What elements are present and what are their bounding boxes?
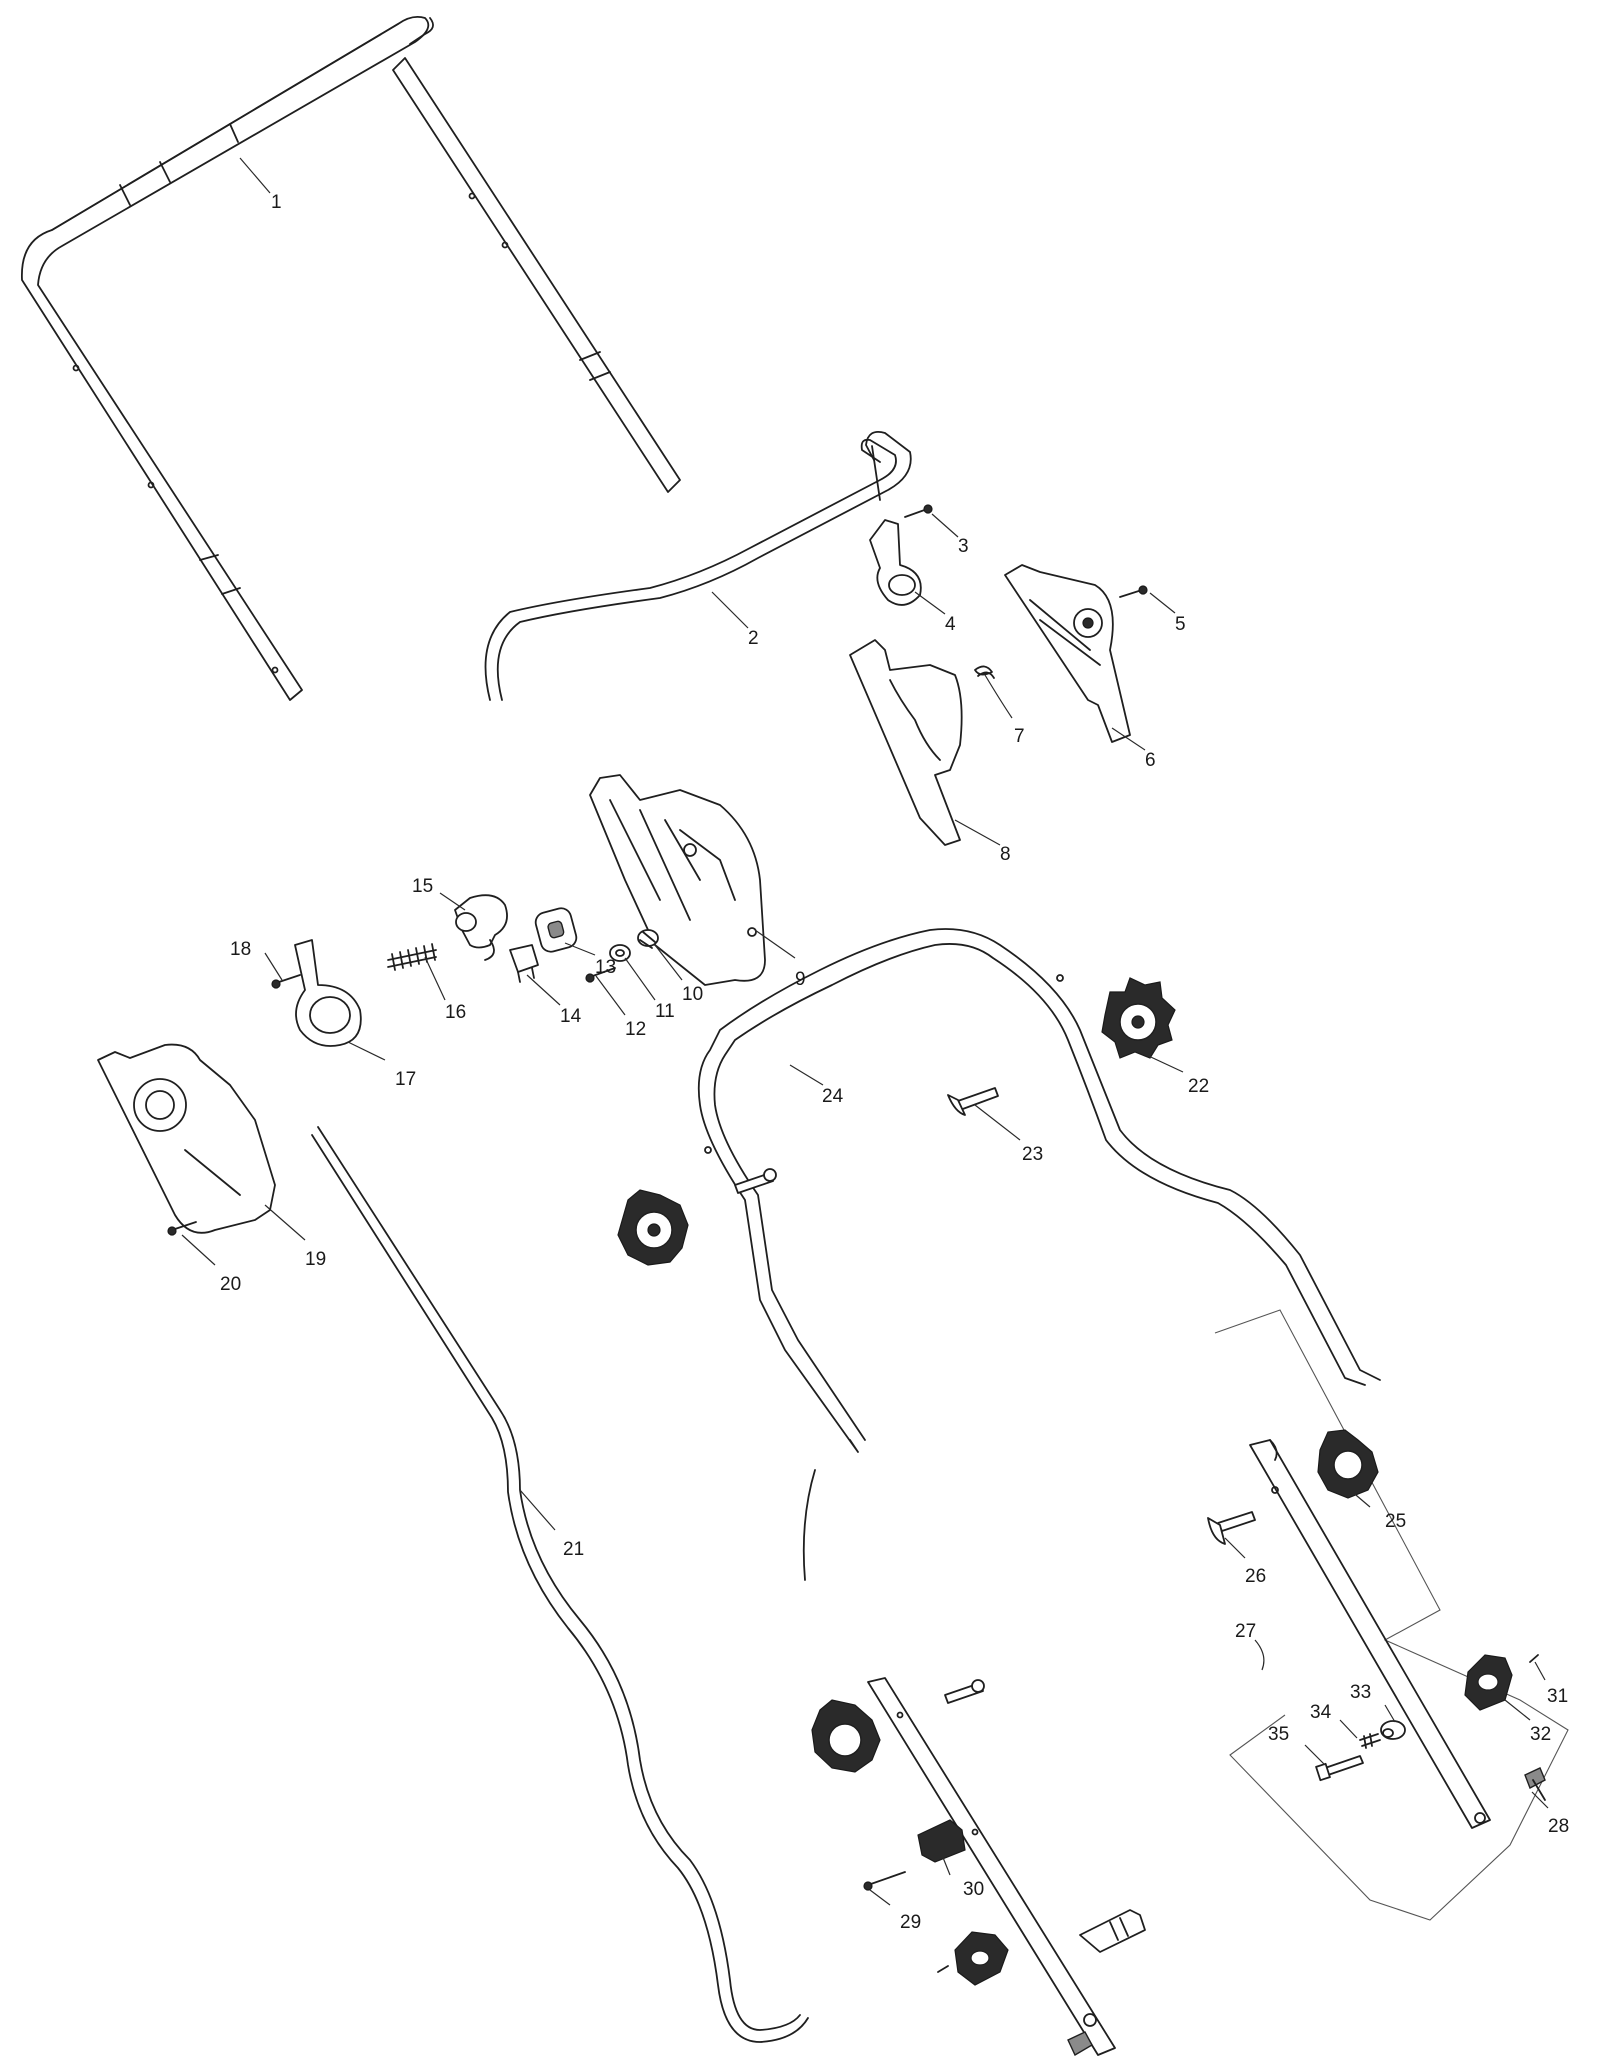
callout-26: 26 [1245,1566,1266,1587]
pin-35 [1315,1755,1364,1782]
screw-12 [585,967,616,983]
callout-10: 10 [682,984,703,1005]
callout-11: 11 [655,1001,675,1022]
knob-17 [294,939,362,1047]
callout-33: 33 [1350,1682,1371,1703]
callout-31: 31 [1547,1686,1568,1707]
bolt-26 [1207,1511,1256,1545]
callout-13: 13 [595,957,616,978]
knob-unlabeled-a [617,1189,689,1266]
screw-20 [167,1221,197,1236]
callout-24: 24 [822,1086,844,1107]
callout-15: 15 [412,876,433,897]
spring-34 [1359,1733,1381,1749]
cam-32 [1464,1654,1513,1711]
spring-7 [974,665,995,679]
cam-15 [454,894,508,961]
callout-4: 4 [945,614,956,635]
callout-9: 9 [795,969,806,990]
cam-lever-unlabeled [954,1931,1009,1986]
knob-22 [1101,977,1176,1059]
lever-8 [849,639,963,846]
callout-35: 35 [1268,1724,1289,1745]
group-27-outline [1214,1309,1569,1921]
callout-3: 3 [958,536,969,557]
connector-14 [509,944,539,983]
bolt-unlabeled-b [944,1679,985,1704]
knob-unlabeled-b [811,1699,881,1773]
callout-28: 28 [1548,1816,1569,1837]
callout-27: 27 [1235,1621,1256,1642]
callout-25: 25 [1385,1511,1406,1532]
bolt-23 [947,1087,999,1116]
callout-1: 1 [271,192,282,213]
callout-17: 17 [395,1069,416,1090]
nut-10 [637,929,659,949]
callout-14: 14 [560,1006,582,1027]
upper-handle [21,15,681,701]
screw-29 [863,1871,906,1891]
pin-unlabeled [937,1965,949,1973]
callout-34: 34 [1310,1702,1332,1723]
knob-25 [1317,1429,1379,1499]
callout-22: 22 [1188,1076,1209,1097]
callout-12: 12 [625,1019,646,1040]
screw-18 [271,974,301,989]
handle-lock-unlabeled [1079,1909,1146,1953]
callout-16: 16 [445,1002,466,1023]
callout-2: 2 [748,628,759,649]
callout-19: 19 [305,1249,326,1270]
adapter-30 [917,1819,966,1863]
screw-28 [1524,1767,1546,1801]
callout-23: 23 [1022,1144,1043,1165]
bail-bar [484,430,912,701]
screw-5 [1119,585,1148,598]
bolt-unlabeled-a [734,1168,777,1194]
callout-30: 30 [963,1879,984,1900]
screw-3 [904,504,933,518]
callout-20: 20 [220,1274,241,1295]
callout-8: 8 [1000,844,1011,865]
cover-19 [97,1043,276,1234]
tube-27 [1249,1439,1491,1829]
leader-lines [181,157,1549,1906]
bushing-33 [1380,1720,1406,1740]
control-housing-9 [589,774,766,986]
spring-16 [387,943,437,971]
cap-13 [534,907,578,953]
callout-7: 7 [1014,726,1025,747]
callout-29: 29 [900,1912,921,1933]
nut-11 [609,944,631,962]
callout-18: 18 [230,939,251,960]
clamp-4 [869,519,922,606]
lower-handle-24 [697,928,1381,1581]
callout-5: 5 [1175,614,1186,635]
callouts: 1 2 3 4 5 6 7 8 9 10 11 12 13 14 15 16 1… [220,192,1569,1933]
bracket-6 [1004,564,1131,743]
cable-21 [311,1126,809,2043]
lower-tube-unlabeled [867,1677,1116,2056]
screw-unlabeled-bottom [1067,2031,1093,2056]
pin-31 [1529,1654,1539,1663]
callout-32: 32 [1530,1724,1551,1745]
callout-6: 6 [1145,750,1156,771]
callout-21: 21 [563,1539,584,1560]
